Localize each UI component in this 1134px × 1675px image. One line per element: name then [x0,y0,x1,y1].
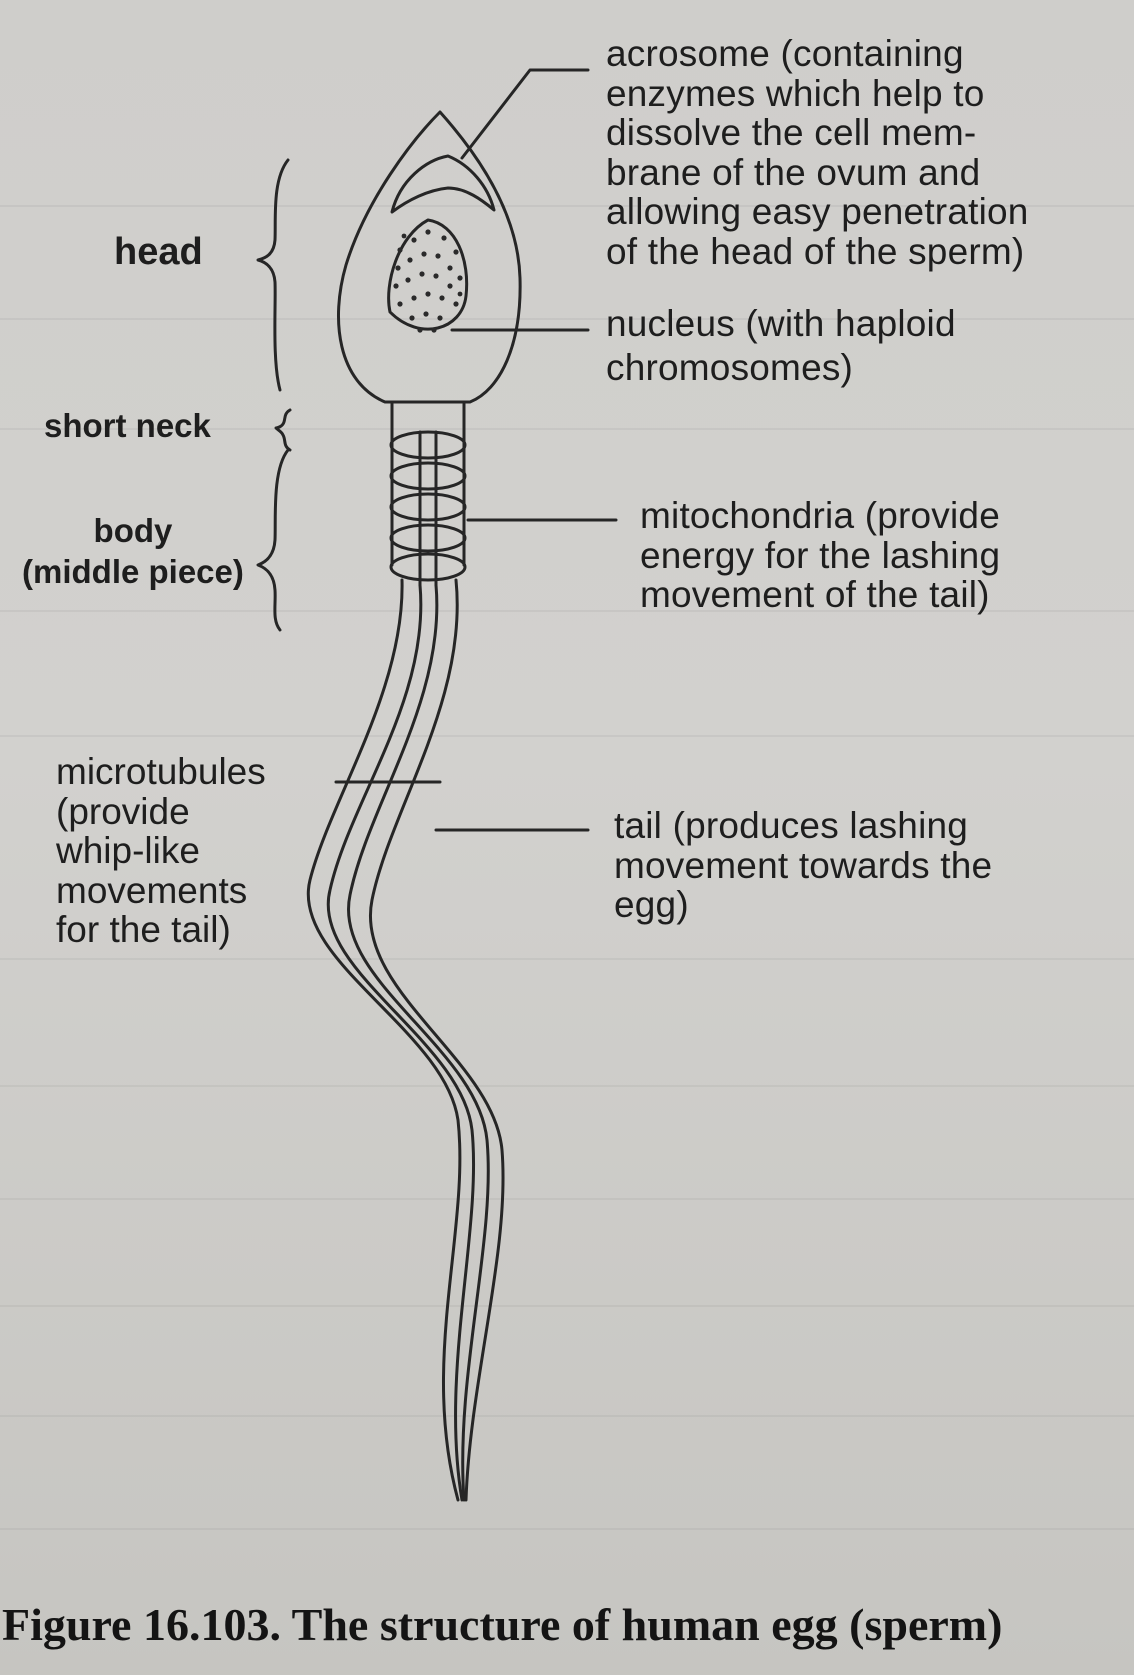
tail-strand-outer-left [306,578,462,1502]
mitochondria-ring [389,430,467,460]
mitochondria-ring [389,523,467,553]
body-brace [256,448,290,632]
tail-strand [346,583,490,1502]
nucleus-stipple [393,229,463,333]
short-neck-label: short neck [44,407,211,444]
neck-brace [274,408,292,452]
acrosome-leader-line [460,68,590,160]
mitochondria-ring [389,461,467,491]
tail-strand-outer-right [368,578,505,1502]
acrosome-cap [390,154,496,214]
mitochondria-label: mitochondria (provide energy for the las… [640,495,1001,616]
microtubules-label: microtubules (provide whip-like movement… [56,751,266,951]
mitochondria-ring [389,492,467,522]
mitochondria-ring [389,552,467,582]
nucleus-label: nucleus (with haploid chromosomes) [606,303,956,389]
sperm-head-outline [337,110,522,404]
tail-label: tail (produces lashing movement towards … [614,805,993,926]
nucleus-shape [387,218,469,331]
head-brace [256,158,290,392]
figure-caption: Figure 16.103. The structure of human eg… [2,1599,1003,1650]
head-label: head [114,231,203,273]
tail-strand [326,583,476,1502]
acrosome-label: acrosome (containing enzymes which help … [606,33,1029,272]
body-label: body (middle piece) [22,512,244,591]
